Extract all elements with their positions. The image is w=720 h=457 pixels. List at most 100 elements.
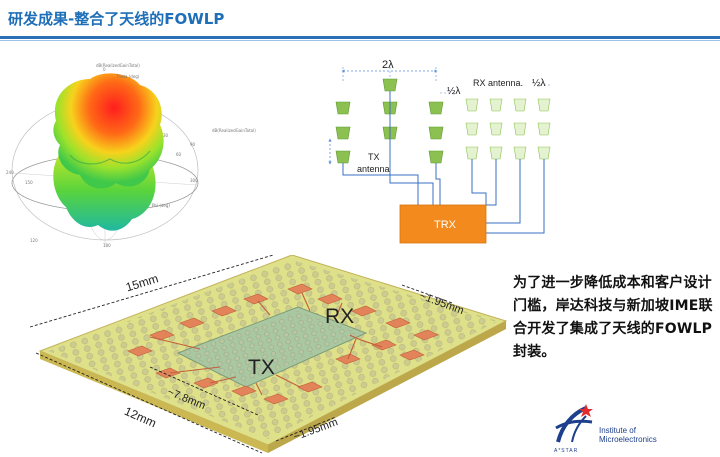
dim-15mm-line [29, 255, 275, 328]
antenna-patch [413, 329, 439, 341]
rx-antenna [513, 98, 527, 112]
page-title: 研发成果-整合了天线的FOWLP [8, 10, 225, 28]
feed-lines [342, 91, 545, 234]
logo-line1: Institute of [599, 426, 636, 435]
trace [335, 302, 343, 318]
rx-antenna [489, 146, 503, 160]
rx-antenna [513, 146, 527, 160]
dimension-lines [29, 255, 453, 454]
tx-antenna [428, 150, 444, 164]
antenna-patch [193, 377, 219, 389]
label-half-lambda-tx: ½λ [447, 86, 461, 97]
rx-antenna-group [465, 98, 551, 160]
label-tx-antenna: antenna [357, 164, 390, 174]
astar-label: A*STAR [554, 448, 579, 454]
pattern-main-lobe [53, 73, 164, 189]
rx-antenna [537, 122, 551, 136]
trace [301, 292, 311, 312]
tx-antenna-group [335, 78, 444, 164]
signal-traces [149, 292, 383, 396]
trace [255, 382, 263, 396]
antenna-patch [155, 367, 181, 379]
dim-195-bottom-line [275, 416, 337, 442]
trace [347, 338, 357, 360]
label-2lambda: 2λ [382, 59, 394, 71]
pattern-tick-240: 240 [6, 170, 14, 175]
pattern-contour [69, 150, 151, 165]
pattern-tick-60: 60 [176, 152, 182, 157]
logo-line2: Microelectronics [599, 435, 657, 444]
rx-antenna [537, 146, 551, 160]
radiation-pattern-plot [11, 73, 199, 245]
antenna-patch [243, 293, 269, 305]
feed-line [435, 163, 441, 205]
feed-line [342, 163, 419, 205]
tx-antenna [428, 101, 444, 115]
antenna-patch [179, 317, 205, 329]
antenna-patch [297, 381, 323, 393]
antenna-patch [317, 293, 343, 305]
tx-antenna [335, 126, 351, 140]
title-underline-thin [0, 40, 720, 41]
fowlp-package-illustration [29, 255, 508, 454]
antenna-patch [231, 385, 257, 397]
astar-logo-icon [552, 402, 596, 448]
feed-line [486, 159, 521, 224]
pattern-tick-30: 30 [163, 133, 169, 138]
rx-antenna [465, 98, 479, 112]
trace [349, 334, 383, 348]
package-rx-label: RX [325, 305, 355, 328]
label-tx: TX [368, 152, 380, 162]
antenna-patch [127, 345, 153, 357]
chip-die-bumps [182, 311, 360, 383]
dim-12mm-line [35, 352, 263, 454]
feed-line [486, 159, 545, 234]
feed-line [486, 159, 497, 206]
pattern-tick-0: 0 [103, 67, 106, 72]
pattern-phi-label: Phi (deg) [152, 203, 170, 208]
trace [257, 300, 271, 316]
pattern-tick-120: 120 [30, 238, 38, 243]
trace [149, 336, 201, 350]
feed-line [389, 91, 434, 205]
package-tx-label: TX [248, 356, 275, 379]
antenna-array-schematic [328, 67, 551, 244]
label-half-lambda-rx: ½λ [532, 78, 546, 89]
rx-antenna [489, 98, 503, 112]
antenna-patch [385, 317, 411, 329]
label-rx-antenna: RX antenna. [473, 78, 524, 88]
antenna-patch [351, 305, 377, 317]
antenna-patch [211, 305, 237, 317]
pattern-tick-90: 90 [190, 142, 196, 147]
description-caption: 为了进一步降低成本和客户设计门槛，岸达科技与新加坡IME联合开发了集成了天线的F… [513, 275, 713, 360]
trace [275, 374, 301, 388]
trx-label: TRX [434, 219, 456, 231]
tx-antenna [335, 150, 351, 164]
pattern-right-label: dB(RealizedGainTotal) [212, 128, 256, 133]
title-underline [0, 36, 720, 39]
trx-block [399, 204, 487, 244]
rx-antenna [489, 122, 503, 136]
trace [169, 366, 221, 374]
pattern-tick-180: 180 [103, 243, 111, 248]
antenna-patch [399, 349, 425, 361]
trace [209, 376, 237, 384]
rx-antenna [465, 146, 479, 160]
feed-line [471, 159, 487, 205]
tx-antenna [335, 101, 351, 115]
antenna-patch [371, 339, 397, 351]
pattern-tick-150: 150 [25, 180, 33, 185]
substrate-edge-left [40, 351, 268, 453]
rx-antenna [513, 122, 527, 136]
rx-antenna [465, 122, 479, 136]
tx-antenna [382, 78, 398, 92]
tx-antenna [428, 126, 444, 140]
dim-195-top-line [401, 284, 453, 304]
pattern-tick-300: 300 [190, 178, 198, 183]
institute-logo-text: Institute of Microelectronics [599, 426, 657, 444]
pattern-top-label: dB(RealizedGainTotal) [96, 63, 140, 68]
pattern-theta-label: Theta (deg) [116, 74, 140, 79]
antenna-patch [263, 393, 289, 405]
rx-antenna [537, 98, 551, 112]
antenna-patch [287, 283, 313, 295]
